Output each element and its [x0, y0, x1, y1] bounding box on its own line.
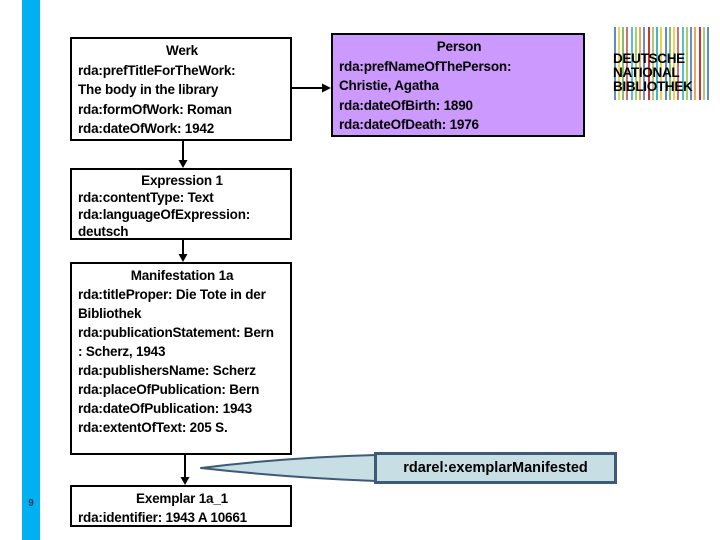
- attribute-line: rda:prefTitleForTheWork:: [78, 62, 236, 78]
- attribute-line: rda:dateOfDeath: 1976: [339, 117, 479, 132]
- arrowhead-expression-manifestation: [178, 254, 188, 262]
- attribute-line: rda:publishersName: Scherz: [78, 363, 256, 378]
- werk-title: Werk: [166, 43, 198, 58]
- attribute-line: rda:languageOfExpression:: [78, 207, 251, 222]
- left-accent-bar: [22, 0, 40, 540]
- attribute-line: rda:identifier: 1943 A 10661: [78, 510, 247, 525]
- werk-entity-box: Werk rda:prefTitleForTheWork: The body in…: [70, 37, 292, 141]
- relationship-callout: rdarel:exemplarManifested: [374, 452, 617, 484]
- expression-attributes: rda:contentType: Text rda:languageOfExpre…: [78, 189, 286, 240]
- attribute-line: : Scherz, 1943: [78, 344, 166, 359]
- dnb-logo-text: DEUTSCHE NATIONAL BIBLIOTHEK: [613, 52, 693, 94]
- exemplar-title: Exemplar 1a_1: [136, 491, 228, 506]
- attribute-line: Christie, Agatha: [339, 78, 439, 93]
- attribute-line: rda:formOfWork: Roman: [78, 101, 232, 117]
- relationship-callout-label: rdarel:exemplarManifested: [403, 460, 588, 476]
- attribute-line: rda:titleProper: Die Tote in der: [78, 287, 266, 302]
- attribute-line: rda:dateOfBirth: 1890: [339, 97, 473, 113]
- arrowhead-werk-expression: [178, 160, 188, 168]
- dnb-logo-line3: BIBLIOTHEK: [613, 79, 693, 94]
- person-title: Person: [436, 39, 482, 54]
- manifestation-entity-box: Manifestation 1a rda:titleProper: Die To…: [70, 262, 292, 455]
- manifestation-title: Manifestation 1a: [130, 268, 234, 283]
- dnb-logo-line1: DEUTSCHE: [613, 51, 685, 66]
- person-entity-box: Person rda:prefNameOfThePerson: Christie,…: [331, 33, 585, 137]
- expression-entity-box: Expression 1 rda:contentType: Text rda:la…: [70, 168, 292, 240]
- attribute-line: rda:contentType: Text: [78, 190, 214, 205]
- dnb-logo: DEUTSCHE NATIONAL BIBLIOTHEK: [613, 27, 710, 100]
- attribute-line: rda:publicationStatement: Bern: [78, 325, 274, 340]
- person-attributes: rda:prefNameOfThePerson: Christie, Agatha…: [339, 57, 579, 135]
- attribute-line: rda:dateOfPublication: 1943: [78, 401, 252, 416]
- arrowhead-manifestation-exemplar: [180, 477, 190, 485]
- attribute-line: Bibliothek: [78, 306, 142, 321]
- exemplar-attributes: rda:identifier: 1943 A 10661: [78, 508, 286, 527]
- arrowhead-werk-person: [322, 83, 331, 93]
- werk-attributes: rda:prefTitleForTheWork: The body in the …: [78, 61, 286, 139]
- attribute-line: rda:placeOfPublication: Bern: [78, 382, 260, 397]
- page-number: 9: [28, 498, 34, 509]
- attribute-line: rda:prefNameOfThePerson:: [339, 58, 512, 74]
- exemplar-entity-box: Exemplar 1a_1 rda:identifier: 1943 A 106…: [70, 485, 292, 527]
- attribute-line: The body in the library: [78, 82, 219, 97]
- callout-tail: [200, 454, 377, 482]
- attribute-line: rda:extentOfText: 205 S.: [78, 420, 228, 435]
- attribute-line: rda:dateOfWork: 1942: [78, 121, 215, 136]
- dnb-logo-line2: NATIONAL: [613, 65, 680, 80]
- attribute-line: deutsch: [78, 224, 129, 239]
- expression-title: Expression 1: [141, 173, 223, 188]
- dnb-logo-stripes-icon: [614, 27, 709, 100]
